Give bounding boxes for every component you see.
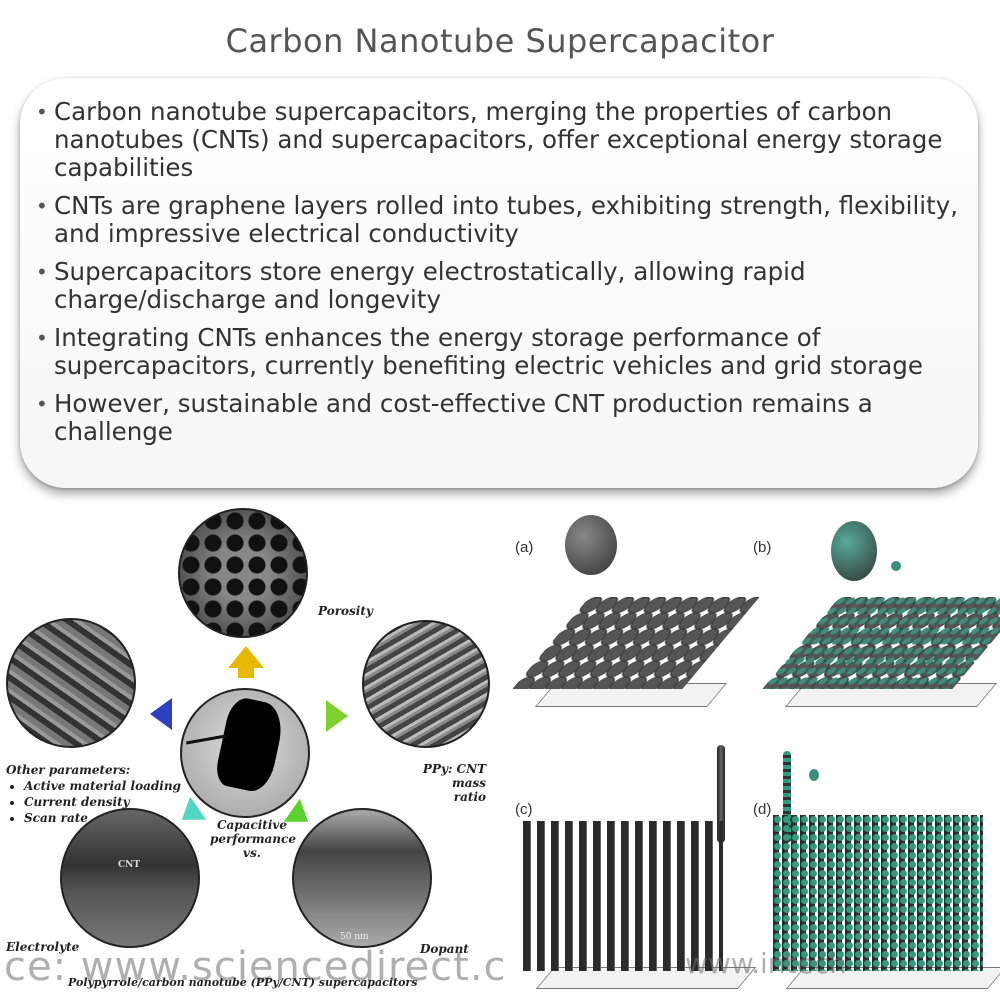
panel-label-b: (b) <box>753 539 772 556</box>
panel-label-d: (d) <box>753 801 772 818</box>
watermark-right: www.intech <box>685 947 847 980</box>
ppy-cnt-micrograph <box>362 620 490 748</box>
dopant-label: Dopant <box>420 942 469 956</box>
bullet-list: Carbon nanotube supercapacitors, merging… <box>36 98 976 456</box>
scale-bar-label: 50 nm <box>340 932 369 942</box>
electrolyte-micrograph <box>60 808 200 948</box>
electrode-schematic: (a) (b) (c) (d) www.intech <box>505 505 1000 1000</box>
figure-caption: Polypyrrole/carbon nanotube (PPy/CNT) su… <box>68 976 418 989</box>
bullet-item: Carbon nanotube supercapacitors, merging… <box>36 98 976 182</box>
panel-label-a: (a) <box>515 539 534 556</box>
panel-label-c: (c) <box>515 801 533 818</box>
arrow-right-icon <box>326 700 348 732</box>
coated-single-nanotube <box>783 751 791 843</box>
dopant-micrograph <box>292 808 432 948</box>
arrow-left-icon <box>150 698 172 730</box>
bullet-item: Supercapacitors store energy electrostat… <box>36 258 976 314</box>
arrow-up-stem <box>238 666 254 678</box>
page-title: Carbon Nanotube Supercapacitor <box>225 22 775 60</box>
porosity-micrograph <box>178 508 308 638</box>
other-parameters: Other parameters: Active material loadin… <box>6 762 196 826</box>
porosity-label: Porosity <box>318 604 373 618</box>
bullet-item: CNTs are graphene layers rolled into tub… <box>36 192 976 248</box>
parameter-item: Active material loading <box>24 778 196 794</box>
parameter-item: Scan rate <box>24 810 196 826</box>
ppy-ratio-label: PPy: CNT mass ratio <box>422 762 486 804</box>
electrolyte-label: Electrolyte <box>6 940 80 954</box>
arrow-up-icon <box>228 646 264 668</box>
single-nanotube <box>717 745 725 843</box>
parameters-micrograph <box>6 618 136 748</box>
parameter-item: Current density <box>24 794 196 810</box>
coated-particle-cluster <box>831 521 877 581</box>
nanoparticle-layer <box>512 597 760 689</box>
nanotube-array <box>523 821 723 971</box>
bullet-item: Integrating CNTs enhances the energy sto… <box>36 324 976 380</box>
other-parameters-title: Other parameters: <box>6 763 131 777</box>
small-particle <box>809 769 819 781</box>
ppy-cnt-diagram: Porosity PPy: CNT mass ratio Other param… <box>0 500 506 1000</box>
cnt-label: CNT <box>118 860 141 870</box>
watermark-left: ce: www.sciencedirect.c <box>4 944 507 990</box>
particle-cluster <box>565 515 617 575</box>
coated-nanoparticle-layer <box>762 597 1000 689</box>
small-particle <box>891 561 901 571</box>
capacitive-label: Capacitive performance vs. <box>210 818 296 860</box>
coated-nanotube-array <box>773 815 983 971</box>
bullet-item: However, sustainable and cost-effective … <box>36 390 976 446</box>
